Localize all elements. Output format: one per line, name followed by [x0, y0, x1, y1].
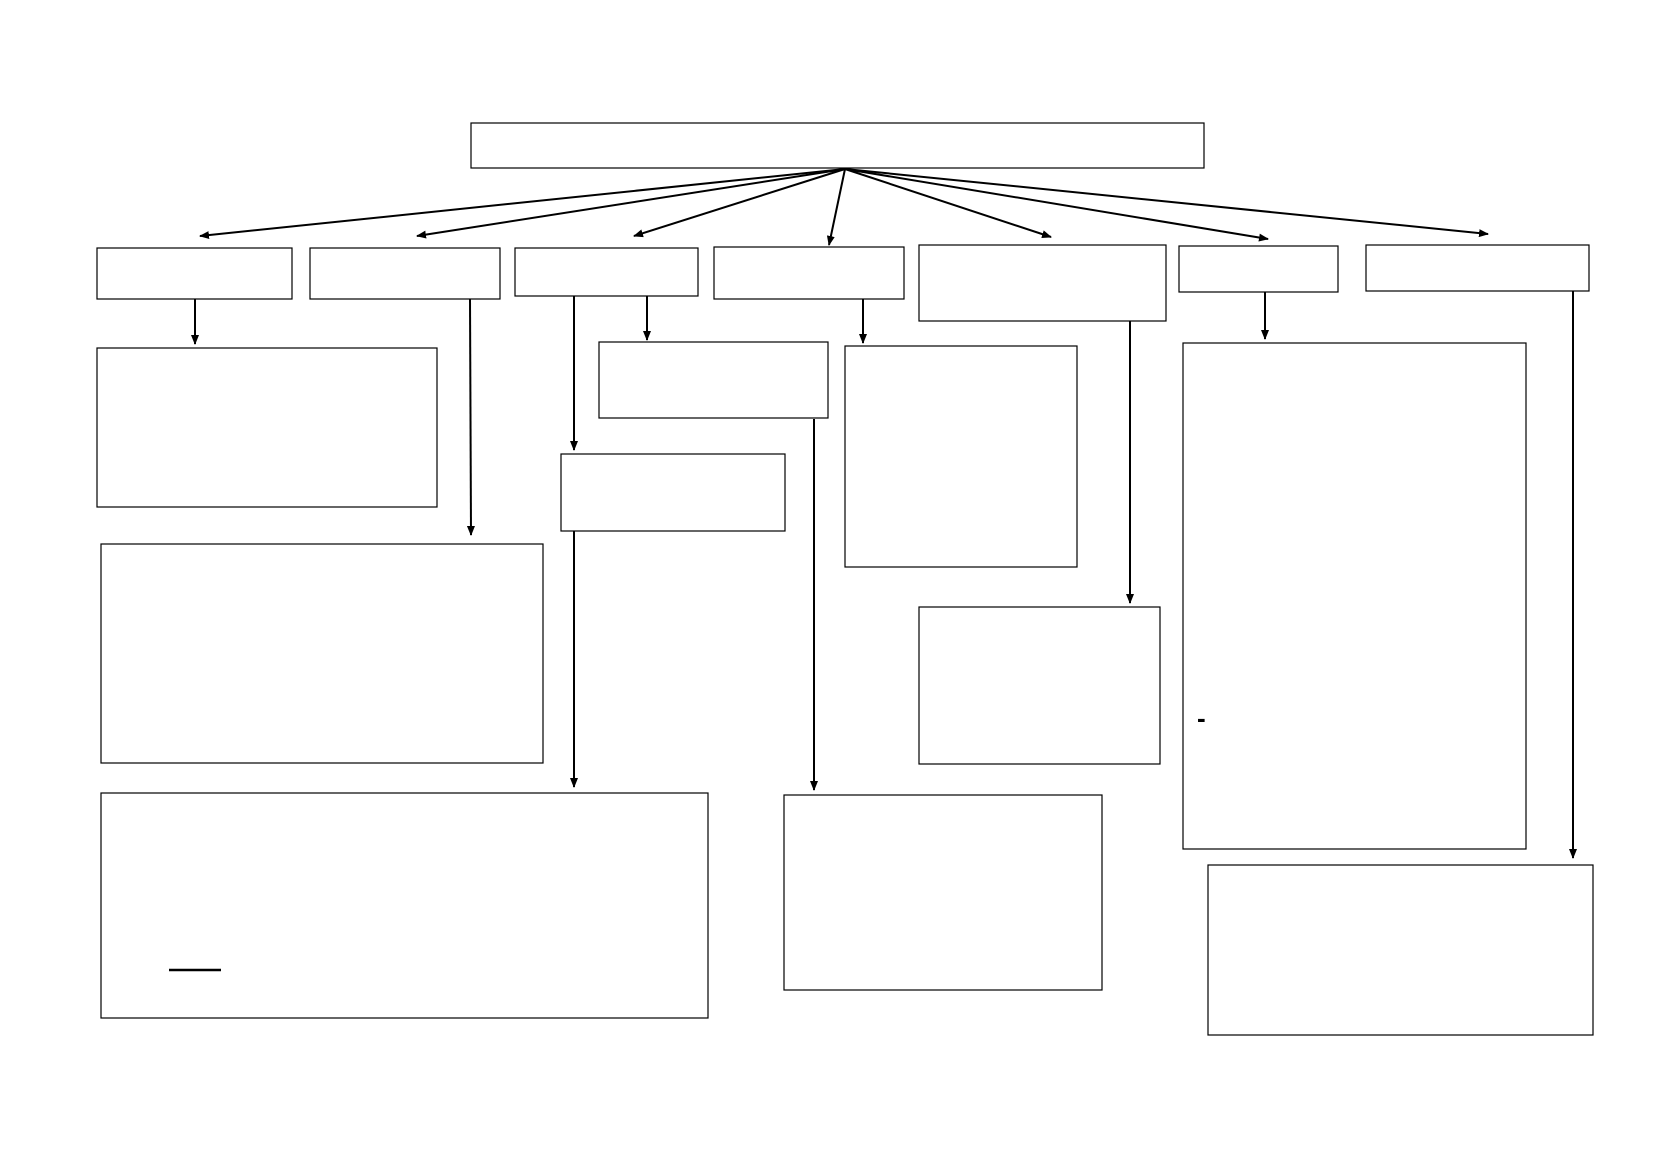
detail-box-7	[1182, 342, 1527, 850]
connector-root-to-l1-2	[416, 168, 846, 239]
level1-box-5	[918, 244, 1167, 322]
detail-box-6	[918, 606, 1161, 765]
level1-box-7	[1365, 244, 1590, 292]
level1-box-4	[713, 246, 905, 300]
detail-boxes	[96, 341, 1594, 1036]
detail-box-4	[560, 453, 786, 532]
connector-root-to-l1-1	[199, 168, 846, 240]
detail-box-5	[844, 345, 1078, 568]
connector-l1-2-down	[466, 298, 475, 536]
detail-box-2	[100, 543, 544, 764]
connector-root-to-l1-7	[844, 168, 1489, 238]
level1-box-6	[1178, 245, 1339, 293]
detail-box-1	[96, 347, 438, 508]
connector-root-to-l1-6	[844, 168, 1269, 242]
level1-box-1	[96, 247, 293, 300]
detail-box-10	[1207, 864, 1594, 1036]
level1-box-3	[514, 247, 699, 297]
connector-root-to-l1-3	[633, 168, 846, 238]
dash-mark: -	[1197, 703, 1206, 733]
connector-root-to-l1-4	[826, 168, 846, 246]
root-connectors	[199, 168, 1489, 246]
connector-root-to-l1-5	[844, 168, 1052, 238]
level1-boxes	[96, 244, 1590, 322]
vertical-connectors	[191, 291, 1577, 859]
root-box	[470, 122, 1205, 169]
detail-box-9	[783, 794, 1103, 991]
detail-box-8	[100, 792, 709, 1019]
detail-box-3	[598, 341, 829, 419]
level1-box-2	[309, 247, 501, 300]
